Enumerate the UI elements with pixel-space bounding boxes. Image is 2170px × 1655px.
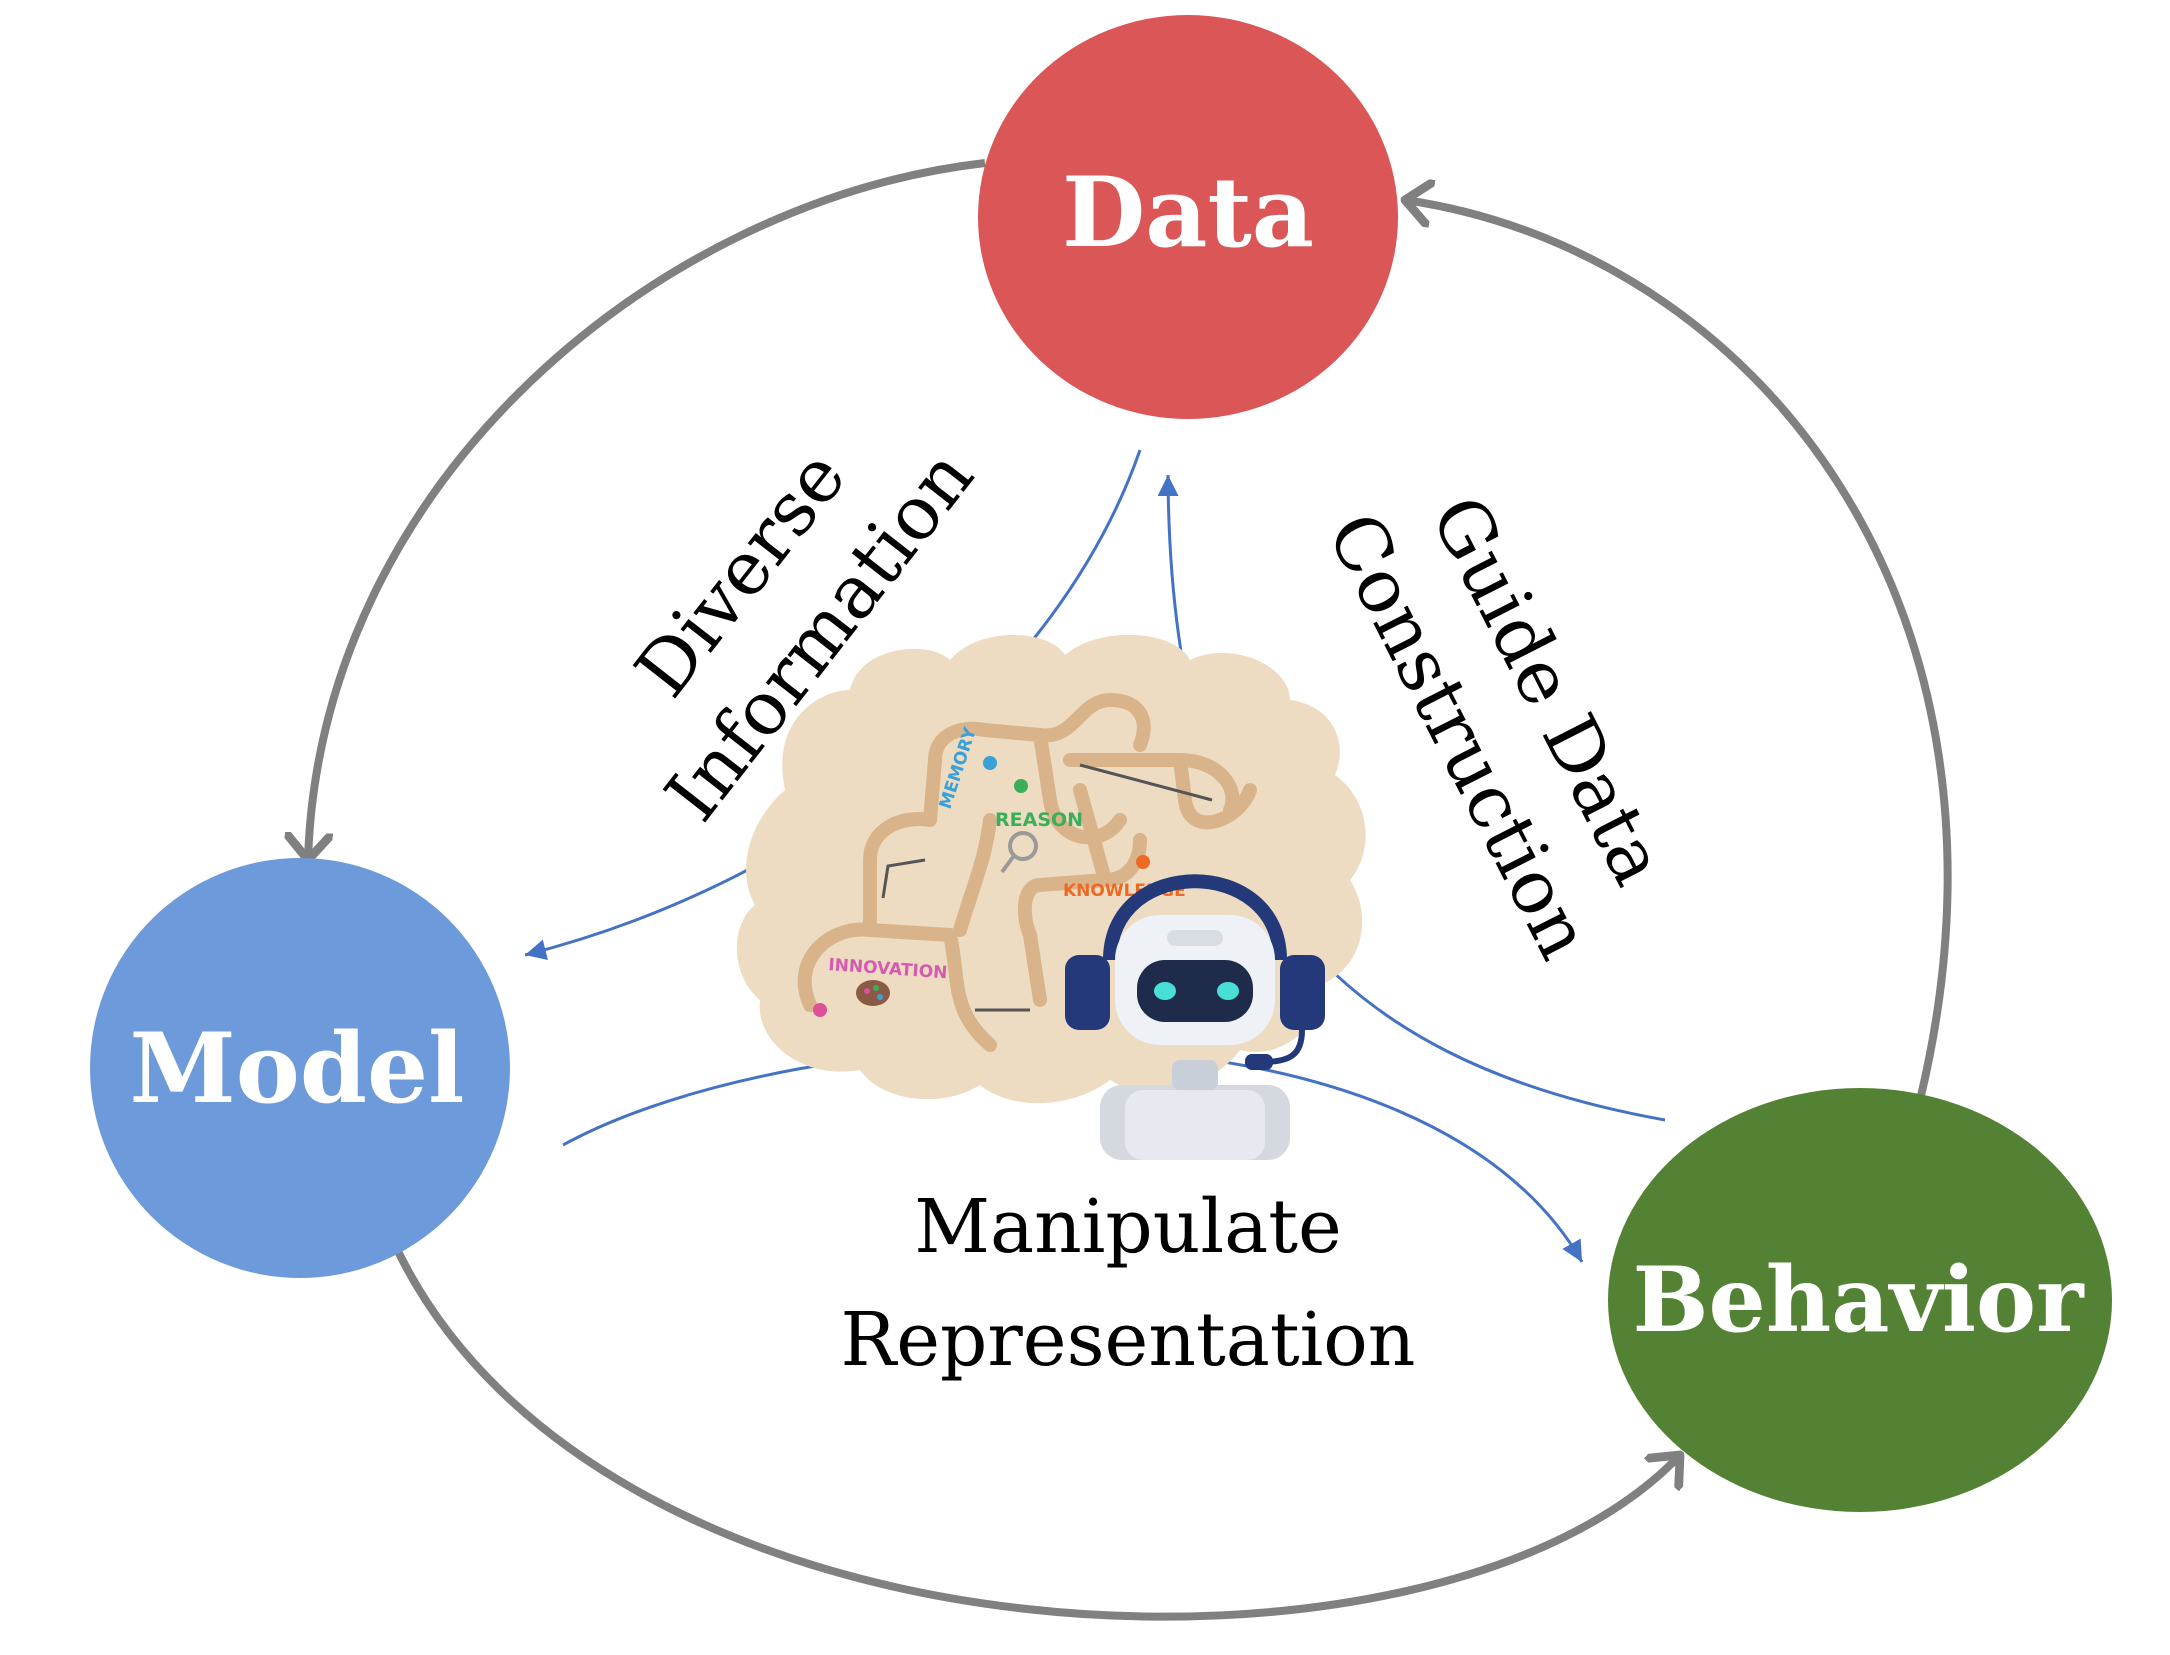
flow-label-representation: Representation	[841, 1297, 1416, 1383]
magnifier-icon	[1000, 831, 1038, 874]
node-data: Data	[978, 15, 1398, 419]
flow-label-guide-data-construction: Guide Data Construction	[1310, 483, 1682, 972]
robot-icon	[1065, 874, 1325, 1160]
brain-shape	[736, 634, 1366, 1104]
node-data-label: Data	[1062, 156, 1314, 269]
brain-illustration: MEMORY REASON KNOWLEDGE INNOVATION	[736, 634, 1366, 1104]
cycle-arrows	[308, 159, 1952, 1621]
node-behavior-circle	[1608, 1088, 2112, 1512]
brain-paths	[797, 693, 1257, 1052]
node-model: Model	[90, 858, 510, 1278]
palette-icon	[856, 980, 890, 1006]
cycle-arrow-model-to-behavior	[391, 1243, 1680, 1621]
brain-dots	[813, 756, 1150, 1017]
node-behavior-label: Behavior	[1632, 1247, 2085, 1353]
flow-label-manipulate-representation: Manipulate Representation	[841, 1184, 1416, 1383]
brain-small-arrows	[881, 763, 1213, 1012]
cycle-arrow-data-to-model	[308, 159, 986, 860]
node-model-circle	[90, 858, 510, 1278]
cycle-arrow-behavior-to-data	[1405, 200, 1952, 1101]
node-data-circle	[978, 15, 1398, 419]
node-model-label: Model	[130, 1012, 465, 1125]
flow-label-manipulate: Manipulate	[914, 1184, 1342, 1270]
brain-label-reason: REASON	[995, 809, 1083, 831]
node-behavior: Behavior	[1608, 1088, 2112, 1512]
